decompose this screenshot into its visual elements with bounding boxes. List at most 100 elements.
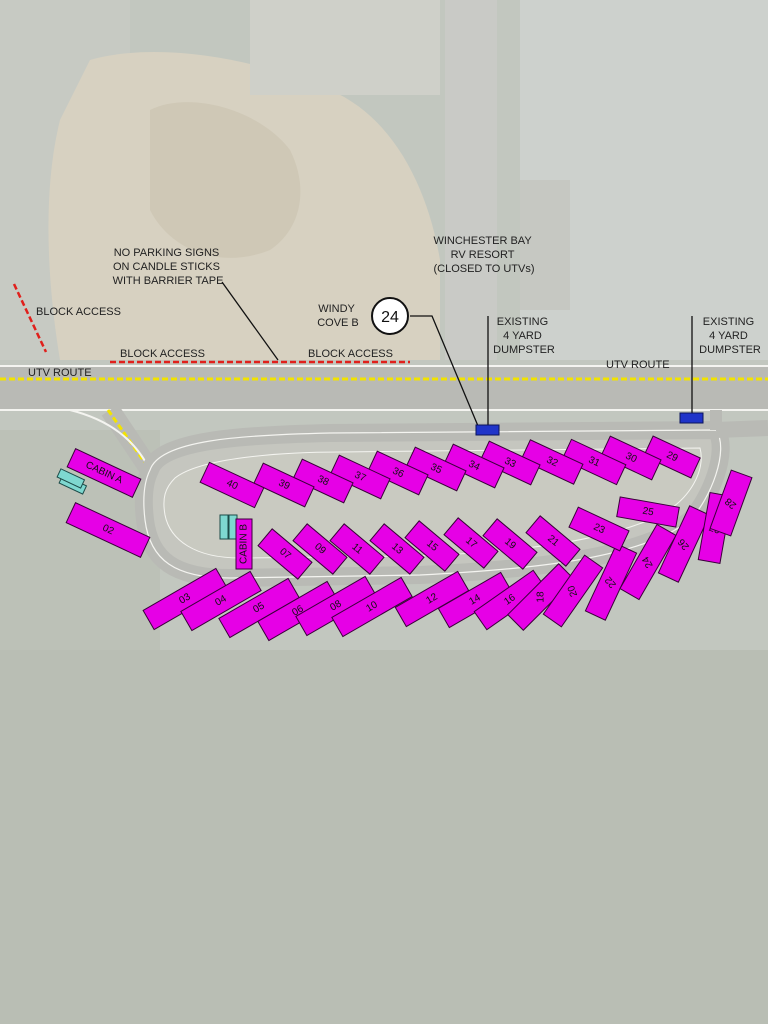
campsite[interactable]: 39 — [253, 462, 315, 508]
campsite[interactable]: 38 — [292, 458, 354, 504]
campsite-number: 38 — [316, 474, 331, 489]
campsite[interactable]: 32 — [520, 439, 584, 485]
windy-cove-label: COVE B — [317, 317, 359, 329]
campsite[interactable]: 03 — [142, 567, 228, 631]
campsite[interactable]: 12 — [394, 570, 470, 628]
campsite[interactable]: 10 — [331, 576, 413, 638]
campsite[interactable]: 25 — [616, 496, 680, 528]
campsite[interactable]: 36 — [367, 450, 429, 496]
campsite[interactable]: 18 — [507, 563, 575, 631]
campsite[interactable]: 08 — [295, 575, 377, 637]
cabin-site[interactable]: CABIN B — [235, 518, 253, 570]
campsite-pad — [616, 496, 680, 528]
campsite[interactable]: 31 — [561, 438, 627, 486]
campsite[interactable]: 34 — [443, 443, 505, 489]
block-access-line-west — [12, 283, 48, 353]
campsite-pad — [367, 450, 429, 496]
campsite[interactable]: 30 — [600, 435, 662, 481]
campsite-pad — [568, 506, 630, 552]
utv-route-label: UTV ROUTE — [606, 359, 670, 371]
campsite-pad — [180, 570, 262, 632]
campsite[interactable]: 20 — [542, 554, 604, 628]
campsite-pad — [331, 576, 413, 638]
campsite[interactable]: 19 — [482, 518, 538, 570]
campsite-number: 30 — [624, 451, 639, 466]
campsite-pad — [520, 439, 584, 485]
campsite[interactable]: 24 — [619, 523, 677, 601]
block-access-lines — [12, 283, 410, 364]
campsite[interactable]: 14 — [437, 571, 513, 629]
campsite[interactable]: 05 — [218, 577, 300, 639]
campsite-number: 08 — [328, 598, 344, 613]
campsite[interactable]: 15 — [404, 520, 460, 572]
campsite[interactable]: 33 — [479, 440, 541, 486]
campsite-number: 10 — [364, 599, 380, 614]
campsite[interactable]: 26 — [657, 505, 711, 583]
campsite[interactable]: 16 — [473, 569, 547, 631]
campsite-pad — [369, 523, 425, 575]
cabin-structures — [56, 468, 238, 540]
campsite-pad — [525, 515, 581, 567]
resort-label: RV RESORT — [451, 249, 515, 261]
campsite-pad — [643, 435, 701, 479]
no-parking-label: NO PARKING SIGNS — [114, 247, 220, 259]
campsite-pad — [479, 440, 541, 486]
map-labels: NO PARKING SIGNS ON CANDLE STICKS WITH B… — [28, 235, 761, 379]
campsite[interactable]: 21 — [525, 515, 581, 567]
cabin-structure-icon — [219, 514, 229, 540]
dumpster-icon — [475, 424, 500, 436]
campsite[interactable]: 29 — [643, 435, 701, 479]
svg-text:EXISTING 4 YARD DU: EXISTING 4 YARD DUMPSTER — [699, 316, 761, 356]
campsite-number: 34 — [467, 459, 482, 474]
campsite-pad — [443, 443, 505, 489]
dumpster-label: DUMPSTER — [699, 344, 761, 356]
dumpster-label: 4 YARD — [503, 330, 542, 342]
campsite-number: 05 — [251, 600, 267, 615]
resort-label: (CLOSED TO UTVs) — [433, 263, 534, 275]
campsite[interactable]: 40 — [199, 461, 265, 509]
campsite-pad — [709, 469, 753, 537]
block-access-label: BLOCK ACCESS — [36, 306, 121, 318]
campsite-pad — [257, 528, 313, 580]
campsite-pad — [66, 448, 142, 498]
campsite-pad — [657, 505, 711, 583]
campsite[interactable]: 07 — [257, 528, 313, 580]
campsite-number: 25 — [642, 506, 655, 519]
campsite[interactable]: 13 — [369, 523, 425, 575]
campsite-number: 33 — [503, 456, 518, 471]
campsite[interactable]: 17 — [443, 517, 499, 569]
campsite[interactable]: 23 — [568, 506, 630, 552]
resort-label: WINCHESTER BAY — [433, 235, 532, 247]
campsite-number: CABIN B — [239, 524, 250, 564]
campsite[interactable]: 09 — [292, 523, 348, 575]
svg-text:WINCHESTER BAY RV RESORT: WINCHESTER BAY RV RESORT (CLOSED TO UTVs… — [433, 235, 534, 275]
campsite-pad — [561, 438, 627, 486]
dumpsters — [475, 412, 704, 436]
no-parking-label: WITH BARRIER TAPE — [113, 275, 224, 287]
campsite-number: 29 — [665, 450, 680, 465]
campsite-pad — [600, 435, 662, 481]
campsite-number: 31 — [587, 455, 602, 470]
campsite-pad — [65, 502, 151, 558]
windy-cove-label: WINDY — [318, 303, 355, 315]
campsite-number: 23 — [592, 522, 607, 537]
campsite-pad — [329, 523, 385, 575]
campsite-number: 32 — [545, 455, 560, 470]
campsite[interactable]: 04 — [180, 570, 262, 632]
campsite[interactable]: 35 — [405, 446, 467, 492]
campsite-pad — [542, 554, 604, 628]
campsite-number: 37 — [353, 470, 368, 485]
campsite[interactable]: 28 — [709, 469, 753, 537]
campsite-number: 14 — [467, 592, 483, 607]
campsite[interactable]: 37 — [329, 454, 391, 500]
campsite[interactable]: 02 — [65, 502, 151, 558]
block-access-label: BLOCK ACCESS — [120, 348, 205, 360]
campsite-number: 35 — [429, 462, 444, 477]
campsite-pad — [405, 446, 467, 492]
campsite-pad — [619, 523, 677, 601]
campsite[interactable]: 11 — [329, 523, 385, 575]
dumpster-icon — [679, 412, 704, 424]
site-24-marker[interactable]: 24 — [371, 297, 409, 335]
campsite-number: 40 — [225, 478, 240, 493]
